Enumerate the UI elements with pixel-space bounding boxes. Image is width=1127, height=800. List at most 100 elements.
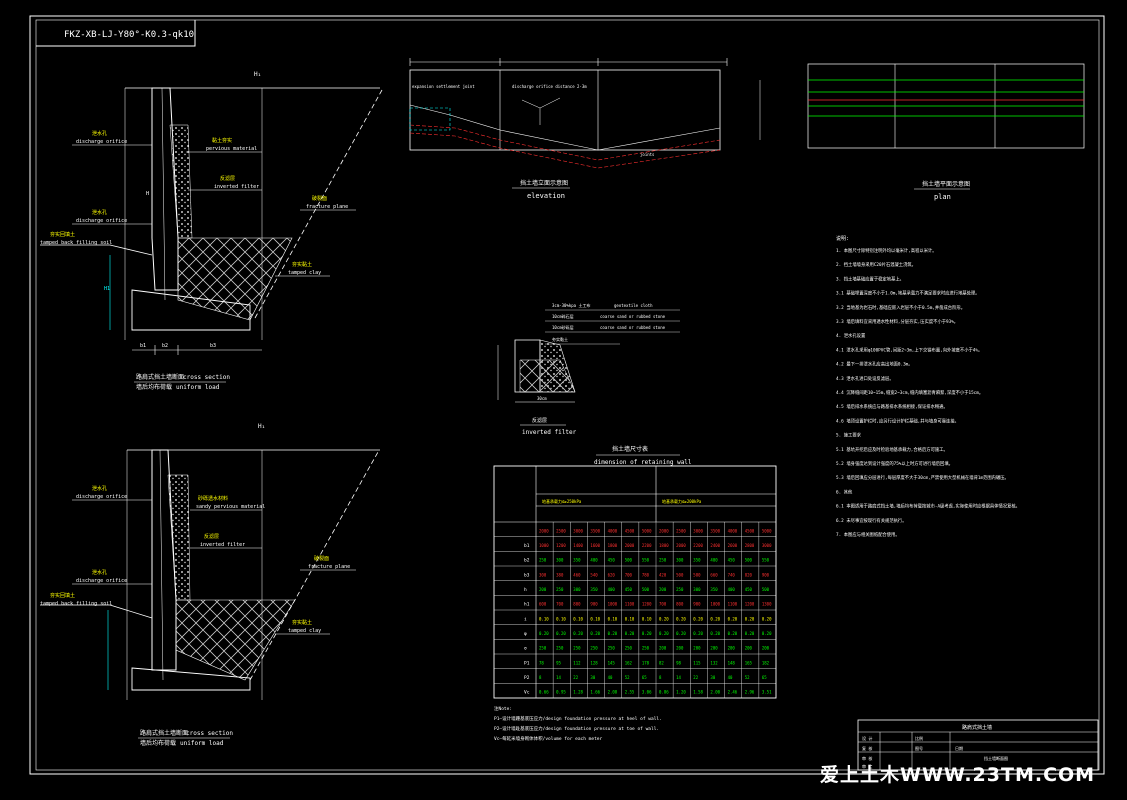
table-cell: 250 [556,587,564,592]
table-cell: 400 [608,587,616,592]
table-cell: 2800 [745,543,755,548]
table-cell: 0.10 [590,616,600,621]
svg-text:P2—设计墙趾基底压应力/design foundation: P2—设计墙趾基底压应力/design foundation pressure … [494,725,659,732]
table-cell: 165 [745,660,753,665]
table-cell: 0.20 [693,616,703,621]
table-cell: 0.20 [659,616,669,621]
table-cell: 800 [676,602,684,607]
table-h-value: 5000 [762,528,772,533]
table-h-value: 2500 [556,528,566,533]
table-cell: 2200 [642,543,652,548]
table-cell: 52 [745,675,750,680]
table-cell: 0.20 [556,631,566,636]
table-h-value: 2500 [676,528,686,533]
sheet-frame [29,15,1105,775]
table-h-value: 2000 [659,528,669,533]
table-cell: 250 [676,587,684,592]
table-cell: 1.66 [590,690,600,695]
table-cell: 3000 [762,543,772,548]
table-cell: 0.20 [745,631,755,636]
table-cell: 0.20 [590,631,600,636]
svg-text:破裂面: 破裂面 [314,555,329,562]
table-cell: 540 [590,572,598,577]
table-cell: 900 [590,602,598,607]
table-cell: 1000 [539,543,549,548]
table-cell: 250 [625,646,633,651]
table-cell: 1000 [710,602,720,607]
table-cell: 460 [573,572,581,577]
table-cell: 200 [745,646,753,651]
note-item: 5. 施工要求 [836,432,862,439]
elevation-view: expansion settlement joint discharge ori… [409,58,728,200]
note-item: 4. 泄水孔设置 [836,332,866,339]
table-cell: 0.20 [676,631,686,636]
table-cell: 350 [590,587,598,592]
table-cell: 300 [573,587,581,592]
table-cell: 0.10 [573,616,583,621]
note-item: 3.1 基础埋置深度不小于1.0m,地基承载力不满足要求时应进行地基处理。 [836,290,980,297]
table-h-value: 4000 [608,528,618,533]
plan-view: 挡土墙平面示意图 plan [759,63,1085,201]
table-cell: 22 [693,675,698,680]
table-cell: 0.20 [539,631,549,636]
table-cell: 98 [676,660,681,665]
note-item: 3.3 墙后填料宜采用透水性材料,分层夯实,压实度不小于93%。 [836,318,958,325]
wall-section-2: H₁ 泄水孔 discharge orifice 砂砾透水材料 sandy pe… [40,423,380,747]
table-cell: 0.10 [642,616,652,621]
table-cell: 14 [676,675,681,680]
note-item: 4.4 沉降缝间距10~15m,缝宽2~3cm,缝内填塞沥青麻絮,深度不小于15… [836,389,983,396]
table-cell: 550 [762,558,770,563]
table-title: dimension of retaining wall [594,459,692,466]
table-cell: 0.20 [728,631,738,636]
table-cell: 200 [710,646,718,651]
table-cell: 2000 [676,543,686,548]
svg-text:b3: b3 [210,343,216,349]
svg-text:fracture plane: fracture plane [306,204,348,210]
table-cell: 250 [642,646,650,651]
wall-section-1: H₁ b1 b2 b3 H H1 泄水孔 discharge orifice [40,71,383,391]
table-cell: 1600 [590,543,600,548]
svg-text:审 定: 审 定 [862,763,872,769]
table-cell: 182 [762,660,770,665]
table-row-label: h1 [524,602,530,608]
svg-text:注Note:: 注Note: [494,705,512,712]
svg-text:b1: b1 [140,343,146,349]
table-cell: 0.20 [728,616,738,621]
note-item: 6.2 未尽事宜按现行有关规范执行。 [836,517,907,524]
note-item: 5.3 墙后回填应分层进行,每层厚度不大于30cm,严禁使用大型机械在墙背1m范… [836,474,1009,481]
table-cell: 200 [693,646,701,651]
svg-text:砂砾透水材料: 砂砾透水材料 [198,495,228,502]
table-cell: 1100 [728,602,738,607]
note-item: 5.1 基坑开挖后应及时检验地基承载力,合格后方可施工。 [836,446,948,453]
table-row-label: b3 [524,572,530,578]
svg-text:夯实黏土: 夯实黏土 [292,619,312,626]
table-h-value: 3500 [590,528,600,533]
section1-top-marker: H₁ [254,71,261,78]
table-cell: 0.10 [556,616,566,621]
table-cell: 78 [539,660,544,665]
table-cell: 550 [642,558,650,563]
table-cell: 1800 [608,543,618,548]
svg-text:inverted filter: inverted filter [200,542,245,548]
table-cell: 0.20 [745,616,755,621]
table-cell: 132 [710,660,718,665]
table-h-value: 3500 [710,528,720,533]
svg-text:b2: b2 [162,343,168,349]
svg-text:coarse sand or rubbed stone: coarse sand or rubbed stone [600,325,666,330]
table-cell: 400 [590,558,598,563]
table-cell: 200 [659,587,667,592]
svg-text:geotextile cloth: geotextile cloth [614,303,653,308]
svg-text:反滤层: 反滤层 [532,417,547,424]
table-cell: 0.10 [539,616,549,621]
svg-text:uniform load: uniform load [180,740,224,747]
table-cell: 380 [556,572,564,577]
table-cell: 500 [762,587,770,592]
table-cell: 700 [659,602,667,607]
svg-text:tamped back filling soil: tamped back filling soil [40,240,112,246]
table-cell: 350 [693,558,701,563]
table-cell: 0.20 [762,616,772,621]
table-cell: 1400 [573,543,583,548]
table-cell: 500 [676,572,684,577]
